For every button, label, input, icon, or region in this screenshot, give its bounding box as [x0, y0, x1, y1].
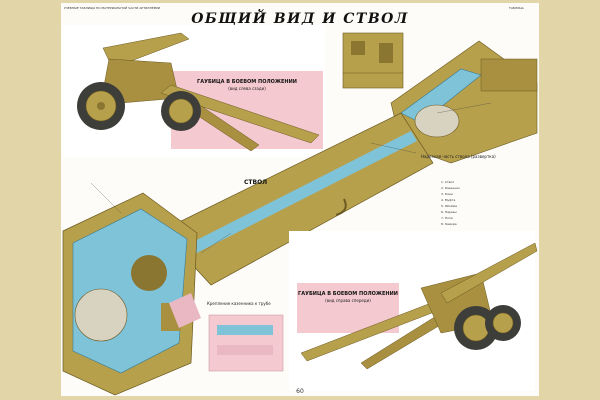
poster-title: ОБЩИЙ ВИД И СТВОЛ [191, 8, 409, 27]
panel-top-left: ГАУБИЦА В БОЕВОМ ПОЛОЖЕНИИ (вид слева сз… [63, 25, 325, 157]
legend-heading: Нарезная часть ствола (развертка) [421, 154, 496, 159]
poster-sheet: УЧЕБНЫЕ ТАБЛИЦЫ ПО МАТЕРИАЛЬНОЙ ЧАСТИ АР… [61, 3, 539, 396]
header-small-left: УЧЕБНЫЕ ТАБЛИЦЫ ПО МАТЕРИАЛЬНОЙ ЧАСТИ АР… [64, 5, 160, 10]
barrel-label: СТВОЛ [244, 179, 267, 186]
panel-bottom-right: ГАУБИЦА В БОЕВОМ ПОЛОЖЕНИИ (вид справа с… [289, 231, 538, 391]
legend-item: 2. Казенник [441, 186, 460, 190]
barrel-lug [335, 198, 347, 216]
bottom-pink-cutaway: Крепление казенника к трубе [203, 298, 287, 388]
legend-item: 4. Муфта [441, 198, 455, 202]
header-small-right: ТАБЛИЦА [508, 6, 525, 10]
breech-block-inset [342, 32, 404, 89]
panel-bottom-caption-sub: (вид справа спереди) [325, 298, 371, 303]
panel-bottom-caption: ГАУБИЦА В БОЕВОМ ПОЛОЖЕНИИ [298, 291, 398, 297]
muzzle-cutaway [390, 40, 538, 164]
page-number: 60 [296, 388, 304, 395]
top-gun-trail-left [160, 84, 320, 144]
legend-item: 6. Нарезы [441, 210, 457, 214]
breech-pink-spring [169, 293, 201, 328]
panel-top-caption: ГАУБИЦА В БОЕВОМ ПОЛОЖЕНИИ [197, 79, 297, 85]
poster-illustration: УЧЕБНЫЕ ТАБЛИЦЫ ПО МАТЕРИАЛЬНОЙ ЧАСТИ АР… [62, 5, 538, 396]
top-gun-wheel-right-hub [168, 98, 194, 124]
legend-block: Нарезная часть ствола (развертка) 1. Ств… [421, 154, 496, 226]
top-gun-wheel-left-cap [97, 102, 105, 110]
cutaway-caption: Крепление казенника к трубе [207, 301, 271, 306]
legend-item: 8. Камора [441, 222, 457, 226]
breech-cutaway [62, 192, 201, 396]
leader-lines [90, 102, 492, 254]
panel-top-caption-sub: (вид слева сзади) [228, 86, 266, 91]
barrel-main: СТВОЛ [160, 112, 434, 286]
legend-item: 3. Клин [441, 192, 453, 196]
legend-item: 7. Поля [441, 216, 453, 220]
legend-item: 1. Ствол [441, 180, 454, 184]
legend-item: 5. Обойма [441, 204, 457, 208]
